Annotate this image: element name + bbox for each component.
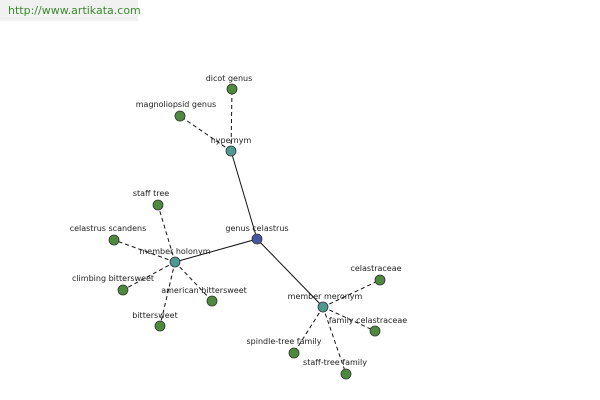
node-american-bittersweet-dot[interactable] bbox=[206, 295, 218, 307]
edge-member-holonym-to-staff-tree bbox=[157, 204, 176, 263]
node-magnoliopsid-genus[interactable]: magnoliopsid genus bbox=[136, 100, 216, 122]
node-hypernym-dot[interactable] bbox=[225, 145, 237, 157]
nodes-layer: genus celastrus hypernym member holonym mem… bbox=[70, 74, 407, 380]
node-hypernym-label: hypernym bbox=[211, 136, 252, 145]
node-staff-tree-dot[interactable] bbox=[152, 199, 164, 211]
node-hypernym[interactable]: hypernym bbox=[211, 136, 252, 157]
node-staff-tree-family-label: staff-tree family bbox=[303, 358, 367, 367]
edges-layer bbox=[113, 88, 381, 375]
node-dicot-genus[interactable]: dicot genus bbox=[206, 74, 253, 95]
node-celastrus-scandens-dot[interactable] bbox=[108, 234, 120, 246]
node-genus-celastrus-label: genus celastrus bbox=[225, 224, 288, 233]
node-bittersweet-label: bittersweet bbox=[132, 311, 177, 320]
node-family-celastraceae[interactable]: family celastraceae bbox=[329, 316, 407, 337]
node-climbing-bittersweet-dot[interactable] bbox=[117, 284, 129, 296]
node-celastrus-scandens-label: celastrus scandens bbox=[70, 224, 147, 233]
node-american-bittersweet-label: american bittersweet bbox=[161, 286, 247, 295]
edge-hypernym-to-dicot-genus bbox=[230, 88, 233, 152]
edge-genus-celastrus-to-member-holonym bbox=[174, 238, 258, 263]
edge-member-meronym-to-staff-tree-family bbox=[322, 306, 347, 375]
site-url-link[interactable]: http://www.artikata.com bbox=[8, 4, 141, 17]
node-member-meronym-label: member meronym bbox=[288, 292, 363, 301]
edge-member-meronym-to-celastraceae bbox=[322, 279, 381, 308]
edge-member-meronym-to-spindle-tree-family bbox=[293, 306, 324, 354]
node-member-holonym-dot[interactable] bbox=[169, 256, 181, 268]
edge-hypernym-to-magnoliopsid-genus bbox=[179, 115, 232, 152]
node-climbing-bittersweet-label: climbing bittersweet bbox=[72, 274, 154, 283]
edge-member-meronym-to-family-celastraceae bbox=[322, 306, 376, 332]
node-member-holonym[interactable]: member holonym bbox=[139, 247, 211, 268]
url-bar: http://www.artikata.com bbox=[0, 0, 141, 21]
edge-member-holonym-to-climbing-bittersweet bbox=[122, 261, 176, 291]
node-bittersweet-dot[interactable] bbox=[154, 320, 166, 332]
edge-member-holonym-to-celastrus-scandens bbox=[113, 239, 176, 263]
node-dicot-genus-dot[interactable] bbox=[226, 83, 238, 95]
node-celastrus-scandens[interactable]: celastrus scandens bbox=[70, 224, 147, 246]
node-member-meronym-dot[interactable] bbox=[317, 301, 329, 313]
edge-genus-celastrus-to-hypernym bbox=[230, 150, 258, 240]
node-climbing-bittersweet[interactable]: climbing bittersweet bbox=[72, 274, 154, 296]
node-staff-tree-label: staff tree bbox=[133, 189, 169, 198]
node-family-celastraceae-dot[interactable] bbox=[369, 325, 381, 337]
node-spindle-tree-family[interactable]: spindle-tree family bbox=[247, 337, 322, 359]
node-celastraceae-dot[interactable] bbox=[374, 274, 386, 286]
edge-genus-celastrus-to-member-meronym bbox=[256, 238, 324, 308]
edge-member-holonym-to-american-bittersweet bbox=[174, 261, 213, 302]
node-dicot-genus-label: dicot genus bbox=[206, 74, 253, 83]
node-magnoliopsid-genus-label: magnoliopsid genus bbox=[136, 100, 216, 109]
node-spindle-tree-family-dot[interactable] bbox=[288, 347, 300, 359]
node-genus-celastrus[interactable]: genus celastrus bbox=[225, 224, 289, 245]
node-member-meronym[interactable]: member meronym bbox=[288, 292, 363, 313]
node-staff-tree-family-dot[interactable] bbox=[340, 368, 352, 380]
node-staff-tree-family[interactable]: staff-tree family bbox=[303, 358, 367, 380]
node-celastraceae-label: celastraceae bbox=[350, 264, 401, 273]
node-magnoliopsid-genus-dot[interactable] bbox=[174, 110, 186, 122]
node-staff-tree[interactable]: staff tree bbox=[133, 189, 169, 211]
node-american-bittersweet[interactable]: american bittersweet bbox=[161, 286, 247, 307]
node-celastraceae[interactable]: celastraceae bbox=[350, 264, 402, 286]
node-member-holonym-label: member holonym bbox=[139, 247, 210, 256]
node-genus-celastrus-dot[interactable] bbox=[251, 233, 263, 245]
edge-member-holonym-to-bittersweet bbox=[159, 261, 176, 327]
node-spindle-tree-family-label: spindle-tree family bbox=[247, 337, 322, 346]
node-bittersweet[interactable]: bittersweet bbox=[132, 311, 178, 332]
node-family-celastraceae-label: family celastraceae bbox=[329, 316, 407, 325]
